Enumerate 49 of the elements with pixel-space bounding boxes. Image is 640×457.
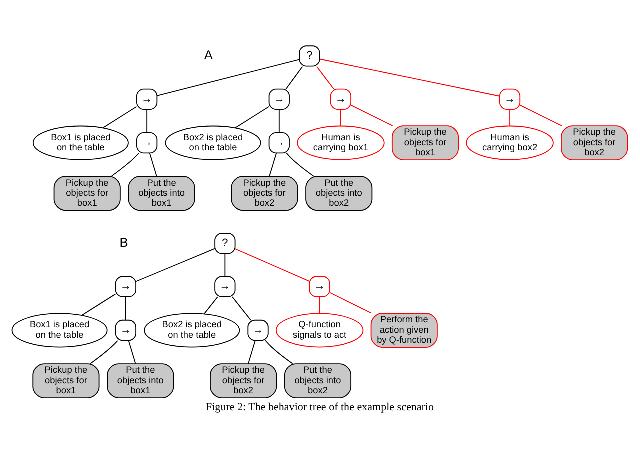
connector bbox=[136, 248, 216, 282]
connector bbox=[269, 152, 278, 177]
node-box: Pickup the objects for box2 bbox=[210, 364, 278, 398]
node-ellipse: Box1 is placed on the table bbox=[12, 313, 108, 348]
node-box: Pickup the objects for box1 bbox=[392, 126, 460, 160]
connector bbox=[90, 340, 118, 364]
connector bbox=[235, 106, 270, 128]
caption: Figure 2: The behavior tree of the example scenario bbox=[206, 402, 434, 414]
connector bbox=[278, 109, 280, 134]
connector bbox=[146, 109, 148, 134]
connector bbox=[204, 296, 218, 315]
connector bbox=[125, 296, 126, 321]
connector bbox=[156, 59, 300, 96]
connector bbox=[286, 66, 304, 90]
label: A bbox=[204, 48, 213, 63]
connector bbox=[232, 296, 252, 321]
node-box: Perform the action given by Q-function bbox=[370, 313, 438, 348]
node-box: Pickup the objects for box2 bbox=[561, 126, 628, 160]
connector bbox=[316, 66, 334, 90]
connector bbox=[234, 248, 310, 282]
node-ellipse: Human is carrying box2 bbox=[466, 126, 554, 160]
connector bbox=[82, 294, 116, 316]
node-ellipse: Box2 is placed on the table bbox=[165, 126, 262, 160]
node-box: Put the objects into box2 bbox=[306, 176, 373, 212]
connector bbox=[248, 340, 256, 364]
connector bbox=[102, 106, 138, 128]
connector bbox=[520, 104, 562, 126]
connector bbox=[224, 254, 226, 278]
connector bbox=[340, 109, 342, 126]
connector bbox=[319, 296, 320, 314]
connector bbox=[128, 340, 136, 364]
node-box: Pickup the objects for box1 bbox=[32, 364, 100, 398]
node-ellipse: Human is carrying box1 bbox=[297, 126, 385, 160]
connector bbox=[265, 340, 294, 364]
node-box: Pickup the objects for box2 bbox=[231, 176, 298, 212]
connector bbox=[330, 292, 372, 314]
node-box: Pickup the objects for box1 bbox=[54, 176, 121, 212]
connector bbox=[111, 153, 140, 177]
connector bbox=[319, 58, 500, 97]
connector bbox=[286, 152, 314, 177]
node-box: Put the objects into box2 bbox=[284, 364, 352, 398]
node-ellipse: Box1 is placed on the table bbox=[32, 126, 129, 160]
connector bbox=[149, 152, 158, 177]
node-ellipse: Q-function signals to act bbox=[276, 313, 364, 348]
connector bbox=[350, 104, 394, 126]
node-box: Put the objects into box1 bbox=[107, 364, 174, 398]
node-ellipse: Box2 is placed on the table bbox=[144, 313, 240, 348]
label: B bbox=[120, 235, 128, 250]
node-box: Put the objects into box1 bbox=[128, 176, 196, 212]
